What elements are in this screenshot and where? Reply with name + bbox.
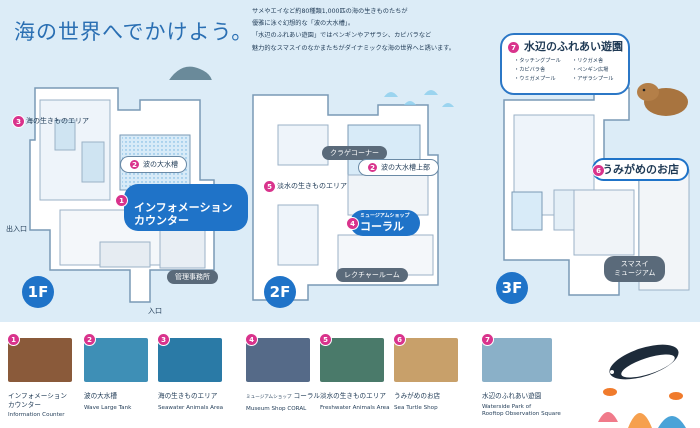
spot-number-1: 1 xyxy=(115,194,128,207)
legend-ja: 淡水の生きものエリア xyxy=(320,392,386,400)
intro-line: サメやエイなど約80種類1,000匹の海の生きものたちが xyxy=(252,8,408,15)
entrance-label: 入口 xyxy=(148,307,162,315)
floor-label-2f: 2F xyxy=(264,276,296,308)
legend-en: Wave Large Tank xyxy=(84,405,132,411)
photo-sea-turtle-shop xyxy=(394,338,458,382)
floor-3f-map xyxy=(503,87,690,296)
legend-ja: コーラル xyxy=(293,392,321,400)
legend-item-3[interactable]: 海の生きものエリア Seawater Animals Area xyxy=(158,392,223,413)
legend-en: Museum Shop CORAL xyxy=(246,406,307,412)
spot-freshwater-area[interactable]: 淡水の生きものエリア xyxy=(277,182,347,190)
legend-number: 1 xyxy=(7,333,20,346)
legend-item-2[interactable]: 波の大水槽 Wave Large Tank xyxy=(84,392,131,413)
legend-number: 7 xyxy=(481,333,494,346)
intro-line: 優雅に泳ぐ幻想的な「波の大水槽」。 xyxy=(252,20,355,28)
spot-number-4: 4 xyxy=(346,217,359,230)
facility-item: ・ウミガメプール xyxy=(514,76,556,82)
spot-jellyfish-corner[interactable]: クラゲコーナー xyxy=(322,146,387,160)
spot-number-2: 2 xyxy=(129,159,140,170)
spot-waterside-park-label: 水辺のふれあい遊園 xyxy=(524,40,623,53)
legend-number: 5 xyxy=(319,333,332,346)
spot-number-5: 5 xyxy=(263,180,276,193)
facility-item: ・アザラシプール xyxy=(572,76,614,82)
capybara-illustration xyxy=(637,83,688,116)
spot-wave-tank-label: 波の大水槽 xyxy=(143,160,178,169)
spot-sea-turtle-shop[interactable]: うみがめのお店 xyxy=(592,158,689,181)
legend-ja: 水辺のふれあい遊園 xyxy=(482,392,542,400)
management-office-label: 管理事務所 xyxy=(167,270,218,284)
legend-item-7[interactable]: 水辺のふれあい遊園 Waterside Park of Rooftop Obse… xyxy=(482,392,561,418)
photo-wave-tank xyxy=(84,338,148,382)
photo-waterside-park xyxy=(482,338,552,382)
floor-label-1f: 1F xyxy=(22,276,54,308)
legend-number: 4 xyxy=(245,333,258,346)
spot-number-6: 6 xyxy=(592,164,605,177)
legend-number: 3 xyxy=(157,333,170,346)
lecture-room-label: レクチャールーム xyxy=(336,268,408,282)
legend-item-6[interactable]: うみがめのお店 Sea Turtle Shop xyxy=(394,392,440,413)
facility-item: ・リクガメ舎 xyxy=(572,58,604,64)
legend-ja: うみがめのお店 xyxy=(394,392,441,400)
legend-en: Information Counter xyxy=(8,412,65,418)
intro-line: 「水辺のふれあい遊園」ではペンギンやアザラシ、カピバラなど xyxy=(252,32,432,40)
legend-item-1[interactable]: インフォメーション カウンター Information Counter xyxy=(8,392,67,420)
spot-seawater-area[interactable]: 海の生きものエリア xyxy=(26,117,89,125)
sumasui-museum-label: スマスイ ミュージアム xyxy=(604,256,666,282)
spot-sea-turtle-shop-label: うみがめのお店 xyxy=(602,163,679,176)
floor-label-3f: 3F xyxy=(496,272,528,304)
spot-number-7: 7 xyxy=(507,41,520,54)
museum-shop-label: ミュージアムショップ xyxy=(360,213,410,219)
spot-wave-tank-top-label: 波の大水槽上部 xyxy=(381,163,430,172)
penguin-illustration xyxy=(598,344,686,428)
spot-number-2: 2 xyxy=(367,162,378,173)
photo-museum-shop xyxy=(246,338,310,382)
spot-number-3: 3 xyxy=(12,115,25,128)
facility-item: ・ペンギン広場 xyxy=(572,67,609,73)
spot-information-counter[interactable]: インフォメーション カウンター xyxy=(124,184,248,231)
legend-number: 2 xyxy=(83,333,96,346)
spot-information-counter-label: インフォメーション カウンター xyxy=(134,201,233,227)
coral-label: コーラル xyxy=(360,220,404,233)
facility-item: ・カピバラ舎 xyxy=(514,67,546,73)
legend-en: Waterside Park of Rooftop Observation Sq… xyxy=(482,404,561,417)
legend-number: 6 xyxy=(393,333,406,346)
photo-seawater-area xyxy=(158,338,222,382)
facility-item: ・タッチングプール xyxy=(514,58,561,64)
spot-museum-shop-coral[interactable]: ミュージアムショップ コーラル xyxy=(350,210,420,236)
legend-en: Sea Turtle Shop xyxy=(394,405,438,411)
intro-line: 魅力的なスマスイのなかまたちがダイナミックな海の世界へと誘います。 xyxy=(252,44,455,52)
legend-en: Freshwater Animals Area xyxy=(320,405,390,411)
legend-ja-pre: ミュージアムショップ xyxy=(246,395,292,400)
legend-en: Seawater Animals Area xyxy=(158,405,224,411)
legend-item-5[interactable]: 淡水の生きものエリア Freshwater Animals Area xyxy=(320,392,390,413)
page-title: 海の世界へでかけよう。 xyxy=(14,20,254,44)
legend-ja: 海の生きものエリア xyxy=(158,392,218,400)
photo-information-counter xyxy=(8,338,72,382)
legend-ja: インフォメーション カウンター xyxy=(8,392,68,409)
legend-ja: 波の大水槽 xyxy=(84,392,117,400)
spot-waterside-park[interactable]: 7 水辺のふれあい遊園 ・タッチングプール ・カピバラ舎 ・ウミガメプール ・リ… xyxy=(500,33,630,95)
legend-item-4[interactable]: ミュージアムショップ コーラル Museum Shop CORAL xyxy=(246,392,320,414)
entrance-exit-label: 出入口 xyxy=(6,225,27,233)
jellyfish-illustration xyxy=(384,90,454,107)
intro-text: サメやエイなど約80種類1,000匹の海の生きものたちが 優雅に泳ぐ幻想的な「波… xyxy=(252,6,552,55)
photo-freshwater-area xyxy=(320,338,384,382)
